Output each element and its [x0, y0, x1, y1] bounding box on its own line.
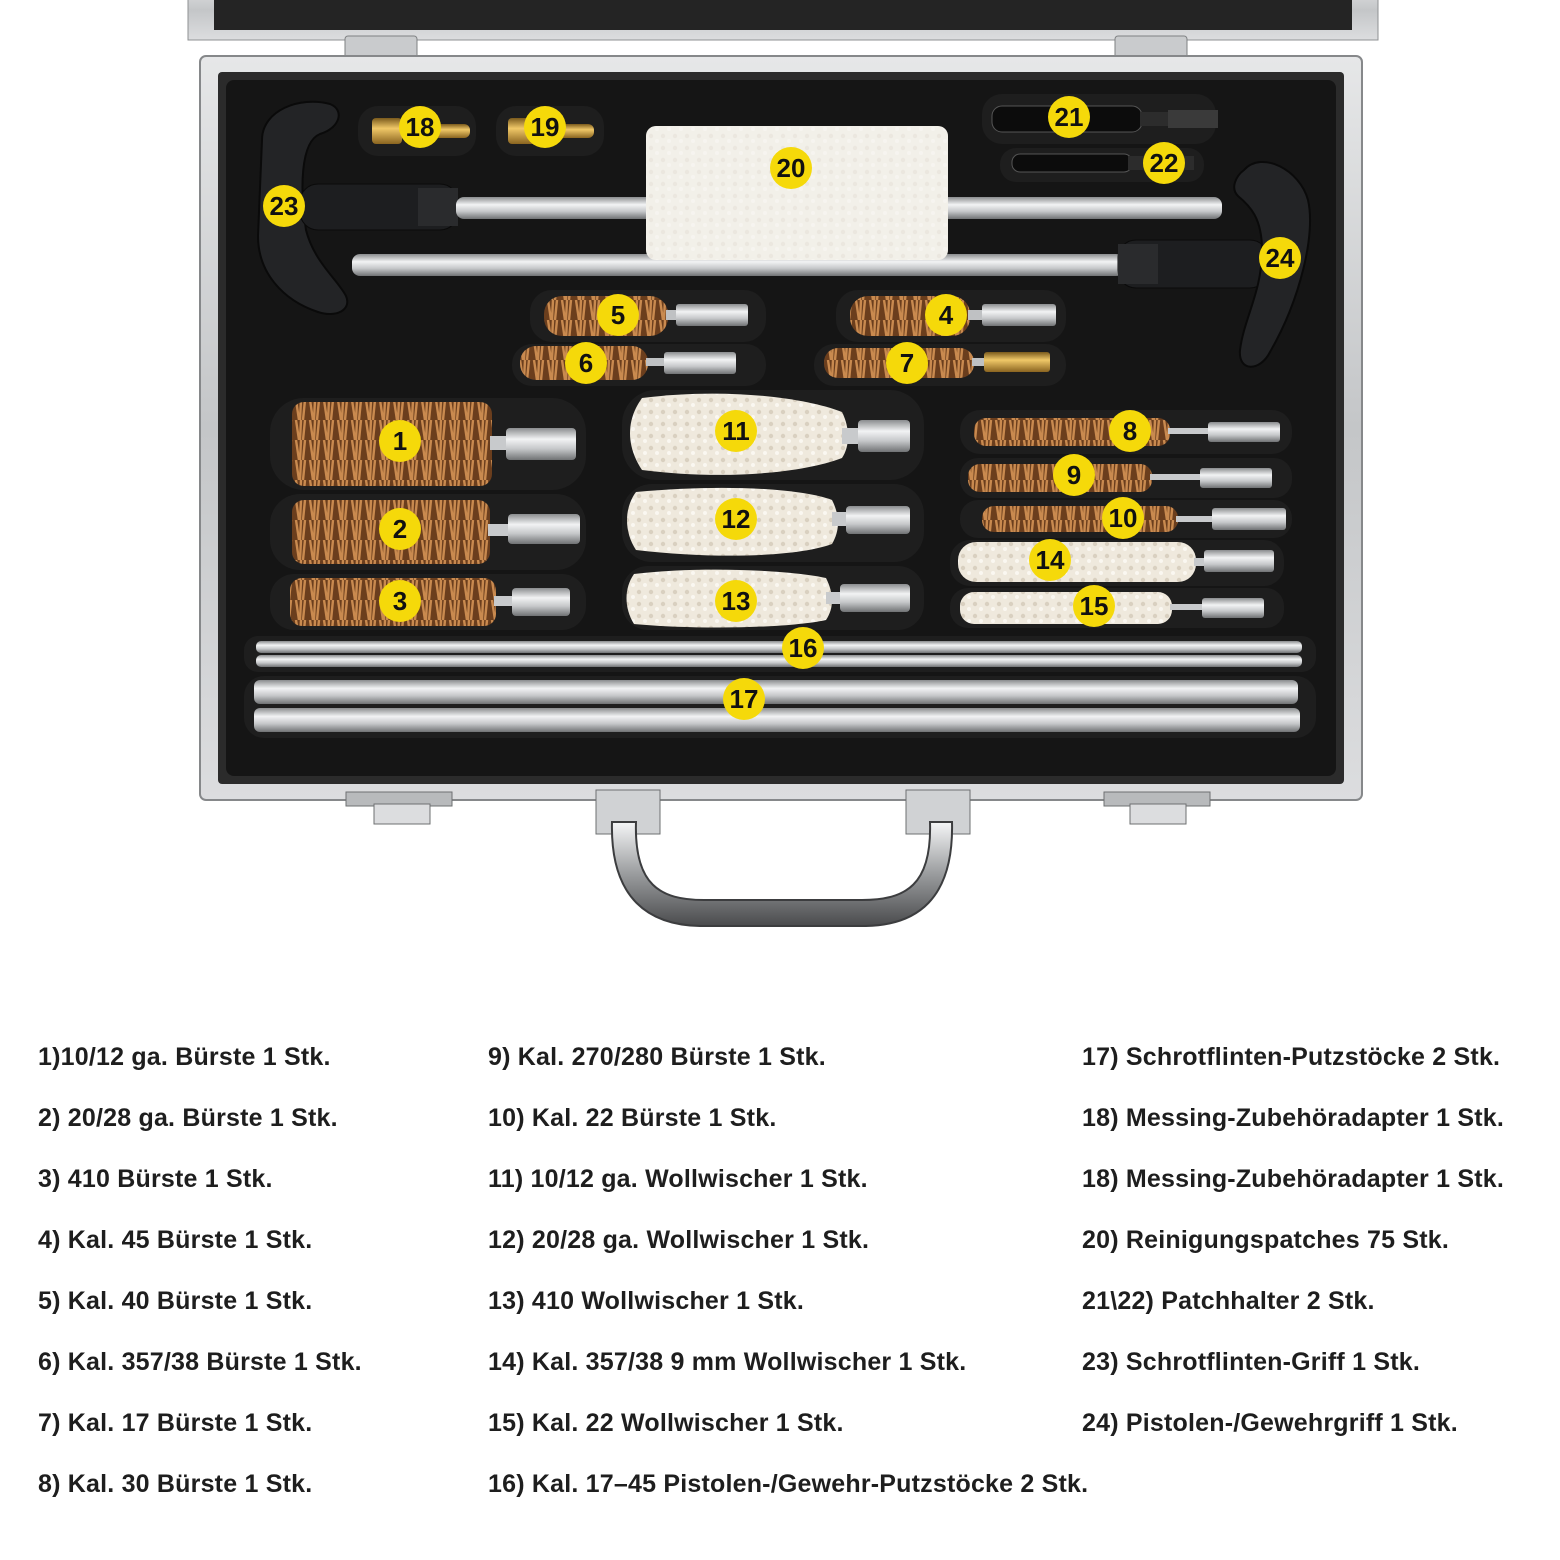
marker-4: 4: [925, 294, 967, 336]
marker-6: 6: [565, 342, 607, 384]
marker-label: 4: [939, 300, 954, 330]
legend-item-16: 16) Kal. 17–45 Pistolen-/Gewehr-Putzstöc…: [488, 1470, 1089, 1498]
marker-7: 7: [886, 342, 928, 384]
item-15-wool-swab: [960, 592, 1264, 624]
parts-legend: 1)10/12 ga. Bürste 1 Stk. 2) 20/28 ga. B…: [0, 1030, 1560, 1530]
marker-20: 20: [770, 147, 812, 189]
marker-label: 21: [1055, 102, 1084, 132]
legend-item-5: 5) Kal. 40 Bürste 1 Stk.: [38, 1287, 313, 1315]
marker-2: 2: [379, 508, 421, 550]
right-hinge: [1114, 35, 1188, 59]
marker-5: 5: [597, 294, 639, 336]
legend-item-13: 13) 410 Wollwischer 1 Stk.: [488, 1287, 804, 1315]
marker-10: 10: [1102, 497, 1144, 539]
marker-label: 22: [1150, 148, 1179, 178]
marker-label: 15: [1080, 591, 1109, 621]
marker-label: 9: [1067, 460, 1081, 490]
legend-item-6: 6) Kal. 357/38 Bürste 1 Stk.: [38, 1348, 362, 1376]
marker-17: 17: [723, 678, 765, 720]
legend-item-3: 3) 410 Bürste 1 Stk.: [38, 1165, 273, 1193]
marker-3: 3: [379, 580, 421, 622]
marker-label: 8: [1123, 416, 1137, 446]
legend-item-4: 4) Kal. 45 Bürste 1 Stk.: [38, 1226, 313, 1254]
legend-item-10: 10) Kal. 22 Bürste 1 Stk.: [488, 1104, 777, 1132]
marker-1: 1: [379, 420, 421, 462]
legend-item-20: 20) Reinigungspatches 75 Stk.: [1082, 1226, 1450, 1254]
marker-15: 15: [1073, 585, 1115, 627]
marker-23: 23: [263, 185, 305, 227]
legend-item-15: 15) Kal. 22 Wollwischer 1 Stk.: [488, 1409, 844, 1437]
marker-label: 23: [270, 191, 299, 221]
legend-item-21-22: 21\22) Patchhalter 2 Stk.: [1082, 1287, 1375, 1315]
legend-item-17: 17) Schrotflinten-Putzstöcke 2 Stk.: [1082, 1043, 1501, 1071]
marker-9: 9: [1053, 454, 1095, 496]
marker-16: 16: [782, 627, 824, 669]
marker-label: 16: [789, 633, 818, 663]
marker-label: 14: [1036, 545, 1065, 575]
marker-19: 19: [524, 106, 566, 148]
marker-12: 12: [715, 498, 757, 540]
legend-item-7: 7) Kal. 17 Bürste 1 Stk.: [38, 1409, 313, 1437]
marker-13: 13: [715, 580, 757, 622]
legend-item-9: 9) Kal. 270/280 Bürste 1 Stk.: [488, 1043, 826, 1071]
marker-label: 5: [611, 300, 625, 330]
marker-11: 11: [715, 410, 757, 452]
marker-label: 12: [722, 504, 751, 534]
marker-label: 17: [730, 684, 759, 714]
marker-label: 20: [777, 153, 806, 183]
legend-item-23: 23) Schrotflinten-Griff 1 Stk.: [1082, 1348, 1420, 1376]
carry-handle: [595, 789, 971, 927]
marker-label: 24: [1266, 243, 1295, 273]
legend-item-14: 14) Kal. 357/38 9 mm Wollwischer 1 Stk.: [488, 1348, 967, 1376]
legend-item-11: 11) 10/12 ga. Wollwischer 1 Stk.: [488, 1165, 868, 1193]
marker-label: 6: [579, 348, 593, 378]
marker-label: 7: [900, 348, 914, 378]
item-9-brush: [968, 464, 1272, 492]
marker-22: 22: [1143, 142, 1185, 184]
item-14-wool-swab: [958, 542, 1274, 582]
item-17-rods: [254, 680, 1300, 732]
marker-label: 10: [1109, 503, 1138, 533]
item-20-cleaning-patches: [646, 126, 948, 260]
marker-label: 2: [393, 514, 407, 544]
legend-item-18: 18) Messing-Zubehöradapter 1 Stk.: [1082, 1104, 1504, 1132]
marker-label: 11: [722, 416, 750, 446]
marker-18: 18: [399, 106, 441, 148]
marker-24: 24: [1259, 237, 1301, 279]
legend-item-1: 1)10/12 ga. Bürste 1 Stk.: [38, 1043, 331, 1071]
legend-item-2: 2) 20/28 ga. Bürste 1 Stk.: [38, 1104, 338, 1132]
legend-item-19: 18) Messing-Zubehöradapter 1 Stk.: [1082, 1165, 1504, 1193]
marker-21: 21: [1048, 96, 1090, 138]
marker-8: 8: [1109, 410, 1151, 452]
item-16-rods: [256, 641, 1302, 667]
legend-item-8: 8) Kal. 30 Bürste 1 Stk.: [38, 1470, 313, 1498]
marker-label: 3: [393, 586, 407, 616]
marker-14: 14: [1029, 539, 1071, 581]
legend-item-12: 12) 20/28 ga. Wollwischer 1 Stk.: [488, 1226, 870, 1254]
marker-label: 18: [406, 112, 435, 142]
legend-item-24: 24) Pistolen-/Gewehrgriff 1 Stk.: [1082, 1409, 1458, 1437]
marker-label: 13: [722, 586, 751, 616]
item-24-pistol-rifle-handle: [352, 160, 1312, 368]
left-hinge: [344, 35, 418, 59]
marker-label: 1: [393, 426, 407, 456]
marker-label: 19: [531, 112, 560, 142]
